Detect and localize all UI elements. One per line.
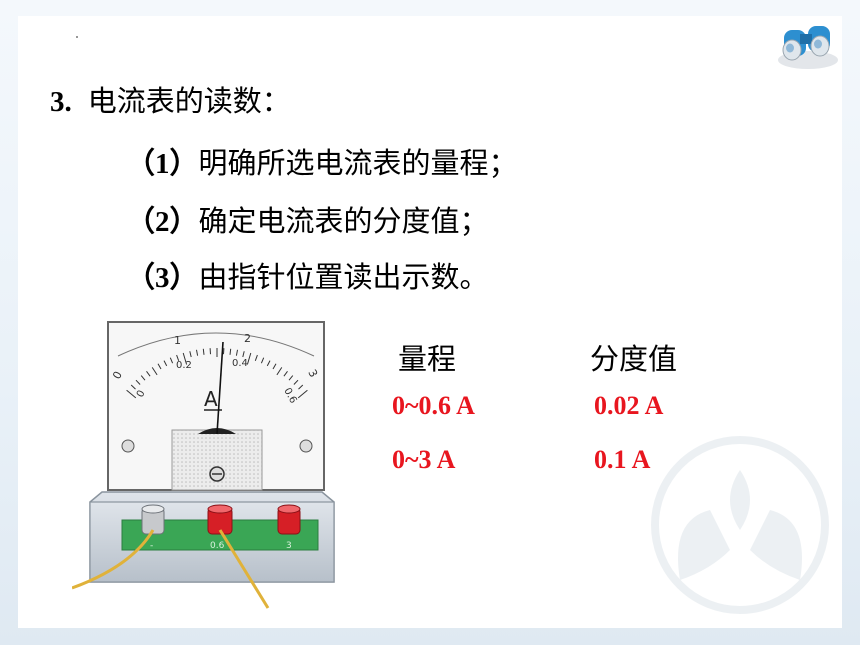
scale-tick	[126, 389, 137, 399]
step-2: （2）确定电流表的分度值；	[126, 198, 489, 240]
scale-tick	[176, 354, 180, 361]
heading-number: 3.	[50, 86, 72, 118]
terminal-negative	[141, 504, 165, 535]
step-1-text: 明确所选电流表的量程；	[198, 146, 518, 180]
scale-tick	[182, 352, 188, 365]
scale-tick	[298, 384, 304, 390]
heading-text: 电流表的读数：	[87, 84, 291, 118]
scale-tick	[189, 351, 192, 358]
header-division: 分度值	[590, 342, 678, 376]
scale-tick	[276, 367, 283, 376]
scale-tick	[135, 379, 141, 385]
row-1-division: 0.02 A	[594, 391, 664, 420]
scale-tick	[246, 352, 252, 365]
scale-ticks	[126, 348, 308, 399]
scale-tick	[260, 357, 265, 364]
wire-negative	[72, 529, 155, 590]
scale-tick	[229, 348, 232, 355]
header-range: 量程	[398, 342, 457, 376]
scale-tick	[151, 367, 158, 376]
scale-tick	[157, 363, 162, 370]
lower-scale-0: 0	[135, 389, 148, 400]
scale-tick	[196, 349, 199, 356]
scale-tick	[254, 354, 258, 361]
terminal-label-3: 3	[286, 541, 292, 551]
unit-letter: A	[204, 387, 218, 411]
row-1-range: 0~0.6 A	[392, 391, 475, 420]
terminal-0-6	[207, 504, 233, 535]
upper-scale-2: 2	[244, 332, 251, 345]
step-1-marker: （1）	[126, 148, 199, 180]
terminal-label-0-6: 0.6	[210, 541, 225, 551]
decorative-dot	[76, 36, 78, 38]
ammeter-illustration: - 0.6 3 0 1 2 3 0 0.2 0.4 0.6 A	[72, 321, 335, 609]
scale-tick	[266, 360, 271, 367]
meter-needle	[216, 341, 224, 435]
step-3-marker: （3）	[126, 262, 199, 294]
scale-tick	[202, 348, 205, 355]
step-2-marker: （2）	[126, 206, 199, 238]
terminal-3	[277, 504, 301, 535]
scale-tick	[242, 351, 245, 358]
scale-tick	[169, 357, 174, 364]
binoculars-icon	[778, 26, 838, 69]
watermark-emblem	[651, 436, 829, 614]
scale-tick	[163, 360, 168, 367]
lower-scale-0-2: 0.2	[176, 360, 192, 371]
scale-tick	[293, 379, 299, 385]
lower-scale-0-4: 0.4	[232, 358, 248, 369]
scale-tick	[283, 371, 288, 377]
terminal-label-negative: -	[150, 541, 153, 551]
step-3: （3）由指针位置读出示数。	[126, 254, 489, 296]
row-2-range: 0~3 A	[392, 445, 456, 474]
scale-tick	[235, 349, 238, 356]
wire-0-6	[218, 529, 270, 609]
step-2-text: 确定电流表的分度值；	[198, 204, 489, 238]
scale-tick	[130, 384, 136, 390]
step-1: （1）明确所选电流表的量程；	[126, 140, 518, 182]
scale-tick	[288, 375, 294, 381]
scale-tick	[140, 375, 146, 381]
step-3-text: 由指针位置读出示数。	[198, 260, 489, 294]
section-heading: 3. 电流表的读数：	[50, 78, 291, 120]
scale-tick	[272, 363, 277, 370]
upper-scale-1: 1	[174, 334, 181, 347]
scale-tick	[146, 371, 151, 377]
meter-face	[107, 321, 325, 491]
scale-tick	[297, 389, 308, 399]
row-2-division: 0.1 A	[594, 445, 651, 474]
